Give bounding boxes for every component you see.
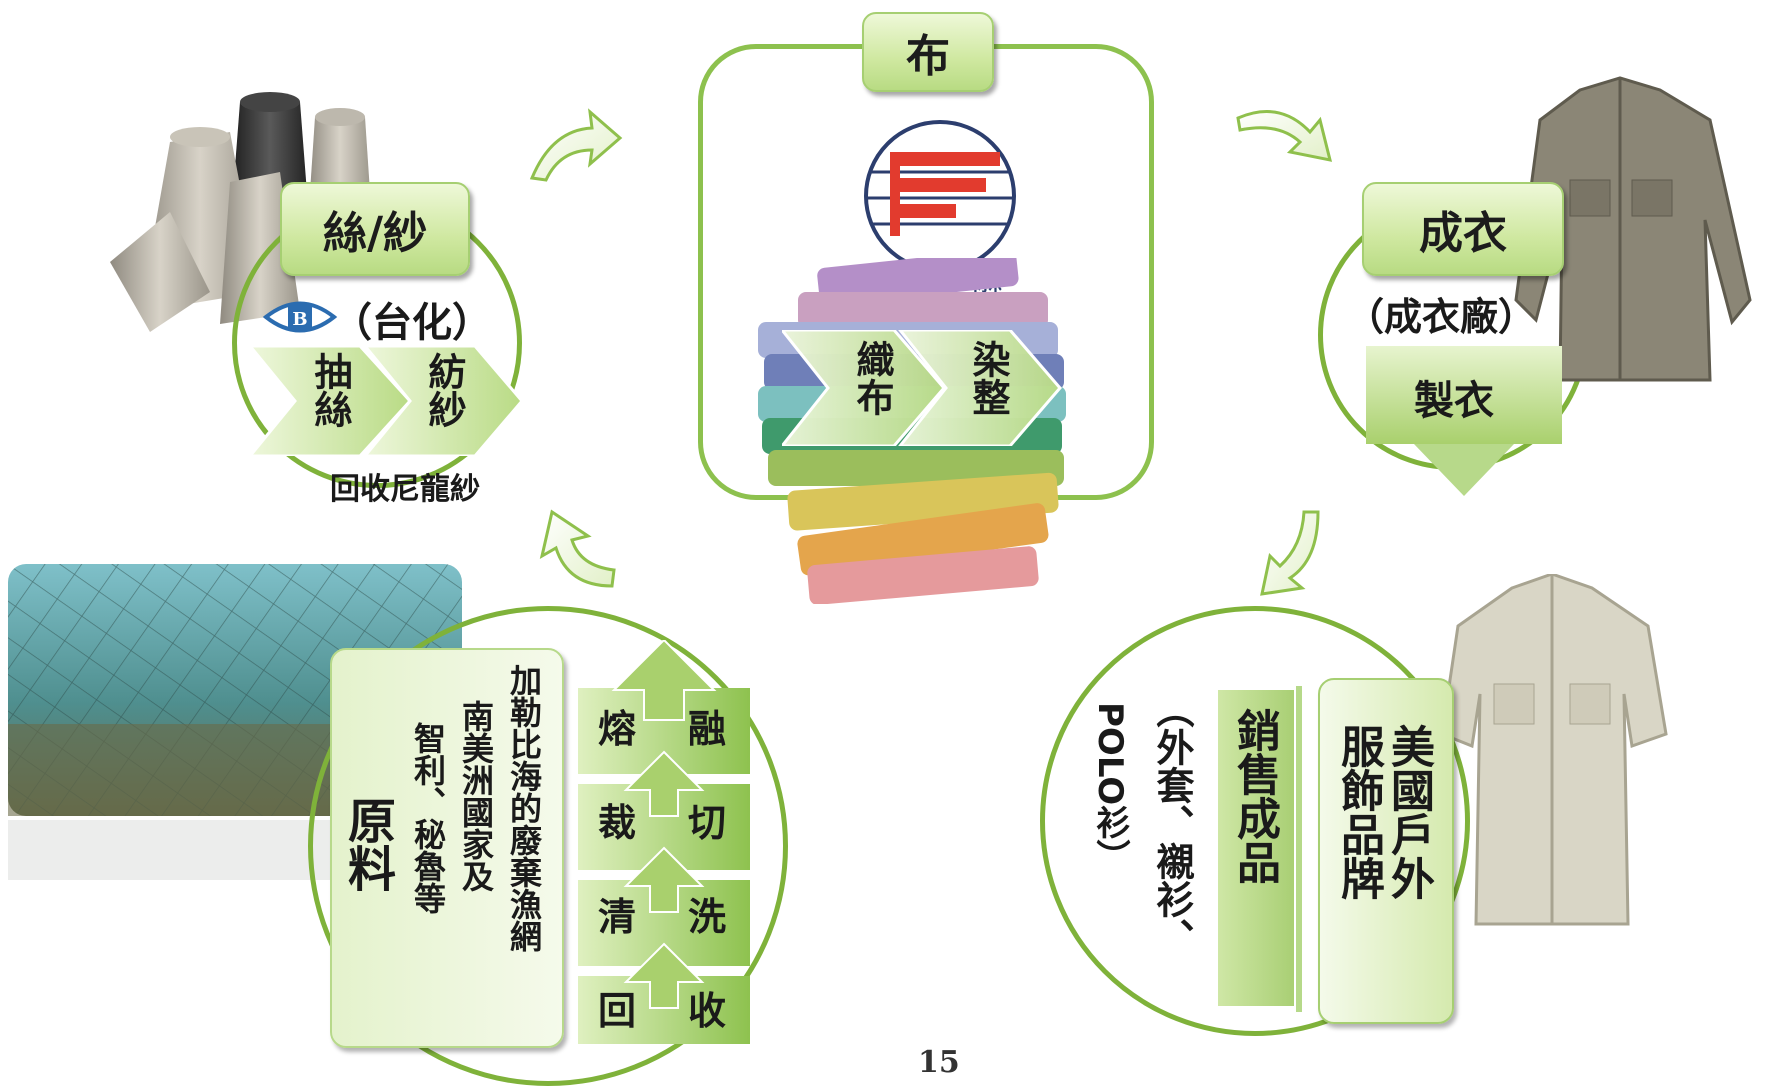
sales-label-divider <box>1296 686 1302 1012</box>
raw-process-1-right: 融 <box>688 706 727 751</box>
sales-label-bar <box>1218 690 1294 1006</box>
sales-brand-col1: 美國戶外 <box>1383 724 1434 900</box>
cloth-steps-chevrons <box>782 330 1062 446</box>
garment-title: 成衣 <box>1362 182 1564 276</box>
raw-desc-3: 智利、秘魯等 <box>409 722 447 914</box>
raw-process-4-left: 回 <box>598 988 637 1033</box>
yarn-company: （台化） <box>332 299 492 346</box>
arrow-cloth-to-garment <box>1236 110 1333 162</box>
cycle-arrows <box>529 108 1333 596</box>
cloth-title: 布 <box>862 12 994 92</box>
raw-process-3-right: 洗 <box>688 894 727 939</box>
arrow-yarn-to-cloth <box>529 108 623 182</box>
short-sleeve-shirt-image <box>1442 574 1668 926</box>
raw-title: 原料 <box>339 796 395 892</box>
formosa-chemical-logo-icon: B <box>262 301 338 333</box>
raw-desc-1: 加勒比海的廢棄漁網 <box>505 664 543 952</box>
cloth-step-2: 染整 <box>966 340 1011 416</box>
yarn-step-1: 抽絲 <box>308 352 353 428</box>
sales-circle <box>1040 606 1470 1036</box>
formosa-taffeta-logo-icon <box>864 120 1016 272</box>
long-sleeve-shirt-image <box>1514 76 1752 382</box>
yarn-note: 回收尼龍紗 <box>330 472 480 507</box>
cloth-title-text: 布 <box>906 31 950 82</box>
sales-brand-col2: 服飾品牌 <box>1333 724 1384 900</box>
garment-step-arrow <box>1366 346 1562 496</box>
yarn-title: 絲/紗 <box>280 182 470 276</box>
raw-process-4-right: 收 <box>688 988 727 1033</box>
yarn-steps-chevrons <box>250 346 522 456</box>
yarn-step-2: 紡紗 <box>422 352 467 428</box>
raw-process-2-left: 裁 <box>598 800 637 845</box>
garment-factory: （成衣廠） <box>1346 294 1537 339</box>
raw-process-3-left: 清 <box>598 894 637 939</box>
raw-text-panel <box>330 648 564 1048</box>
raw-process-stack <box>578 640 750 1044</box>
cloth-step-1: 織布 <box>850 340 895 416</box>
sales-products: （外套、襯衫、 <box>1150 690 1195 956</box>
sales-polo-text: POLO衫） <box>1090 702 1130 874</box>
svg-text:B: B <box>292 309 307 330</box>
arrow-raw-to-yarn <box>539 509 616 588</box>
raw-process-1-left: 熔 <box>598 706 637 751</box>
page-number: 15 <box>918 1045 960 1080</box>
sales-label: 銷售成品 <box>1229 708 1280 884</box>
sales-polo: POLO衫） <box>1090 702 1134 892</box>
yarn-title-text: 絲/紗 <box>322 208 428 259</box>
raw-desc-2: 南美洲國家及 <box>457 700 495 892</box>
raw-process-2-right: 切 <box>688 800 727 845</box>
garment-step: 製衣 <box>1414 377 1494 424</box>
arrow-garment-to-sales <box>1260 510 1320 596</box>
garment-title-text: 成衣 <box>1419 208 1507 259</box>
sales-brand-box <box>1318 678 1454 1024</box>
